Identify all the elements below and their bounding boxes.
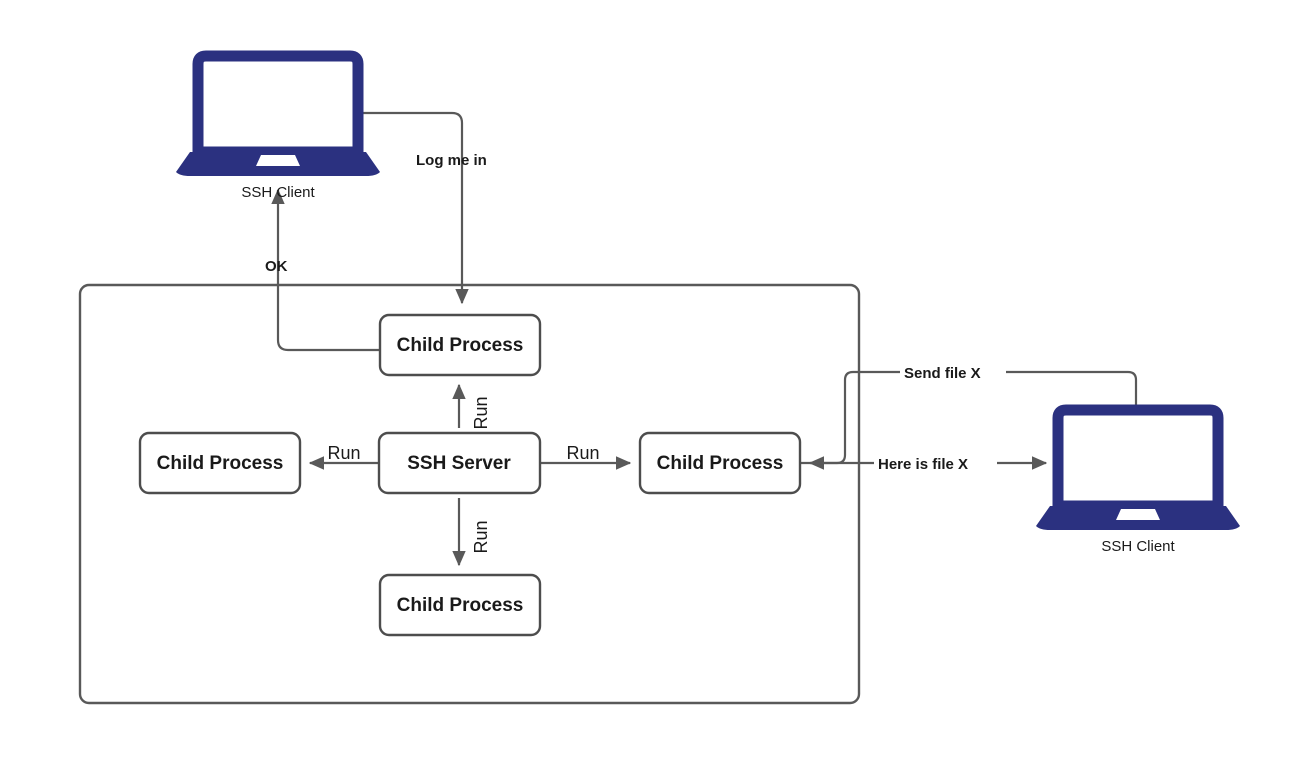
ssh-server-box (377, 431, 542, 495)
edge-label-ok: OK (265, 258, 288, 275)
ssh-client-top-laptop[interactable]: SSH Client (176, 50, 380, 201)
laptop-icon (1052, 404, 1224, 512)
child-process-left-label: Child Process (157, 453, 284, 474)
child-process-top-box (378, 313, 542, 377)
child-process-bottom-node[interactable]: Child Process (378, 573, 542, 637)
edge-label-send-file-x: Send file X (904, 365, 981, 382)
edge-label-run-up: Run (471, 396, 491, 429)
laptop-icon (192, 50, 364, 158)
ssh-server-label: SSH Server (407, 453, 511, 474)
laptop-notch-icon (256, 155, 300, 166)
ssh-client-right-laptop[interactable]: SSH Client (1036, 404, 1240, 555)
edge-label-log-me-in: Log me in (416, 152, 487, 169)
edge-log-me-in (355, 111, 469, 305)
ssh-client-top-caption: SSH Client (241, 184, 315, 201)
edge-send-file-x (808, 370, 1138, 470)
child-process-right-label: Child Process (657, 453, 784, 474)
child-process-top-node[interactable]: Child Process (378, 313, 542, 377)
edge-label-run-right: Run (566, 443, 599, 463)
laptop-notch-icon (1116, 509, 1160, 520)
edge-label-run-left: Run (327, 443, 360, 463)
child-process-top-label: Child Process (397, 335, 524, 356)
child-process-left-node[interactable]: Child Process (138, 431, 302, 495)
edge-label-here-is-file-x: Here is file X (878, 456, 968, 473)
ssh-client-right-caption: SSH Client (1101, 538, 1175, 555)
edge-label-run-down: Run (471, 520, 491, 553)
edge-ok (271, 188, 380, 352)
child-process-bottom-label: Child Process (397, 595, 524, 616)
child-process-bottom-box (378, 573, 542, 637)
child-process-left-box (138, 431, 302, 495)
child-process-right-box (638, 431, 802, 495)
child-process-right-node[interactable]: Child Process (638, 431, 802, 495)
server-host-boundary (78, 283, 861, 705)
ssh-server-node[interactable]: SSH Server (377, 431, 542, 495)
